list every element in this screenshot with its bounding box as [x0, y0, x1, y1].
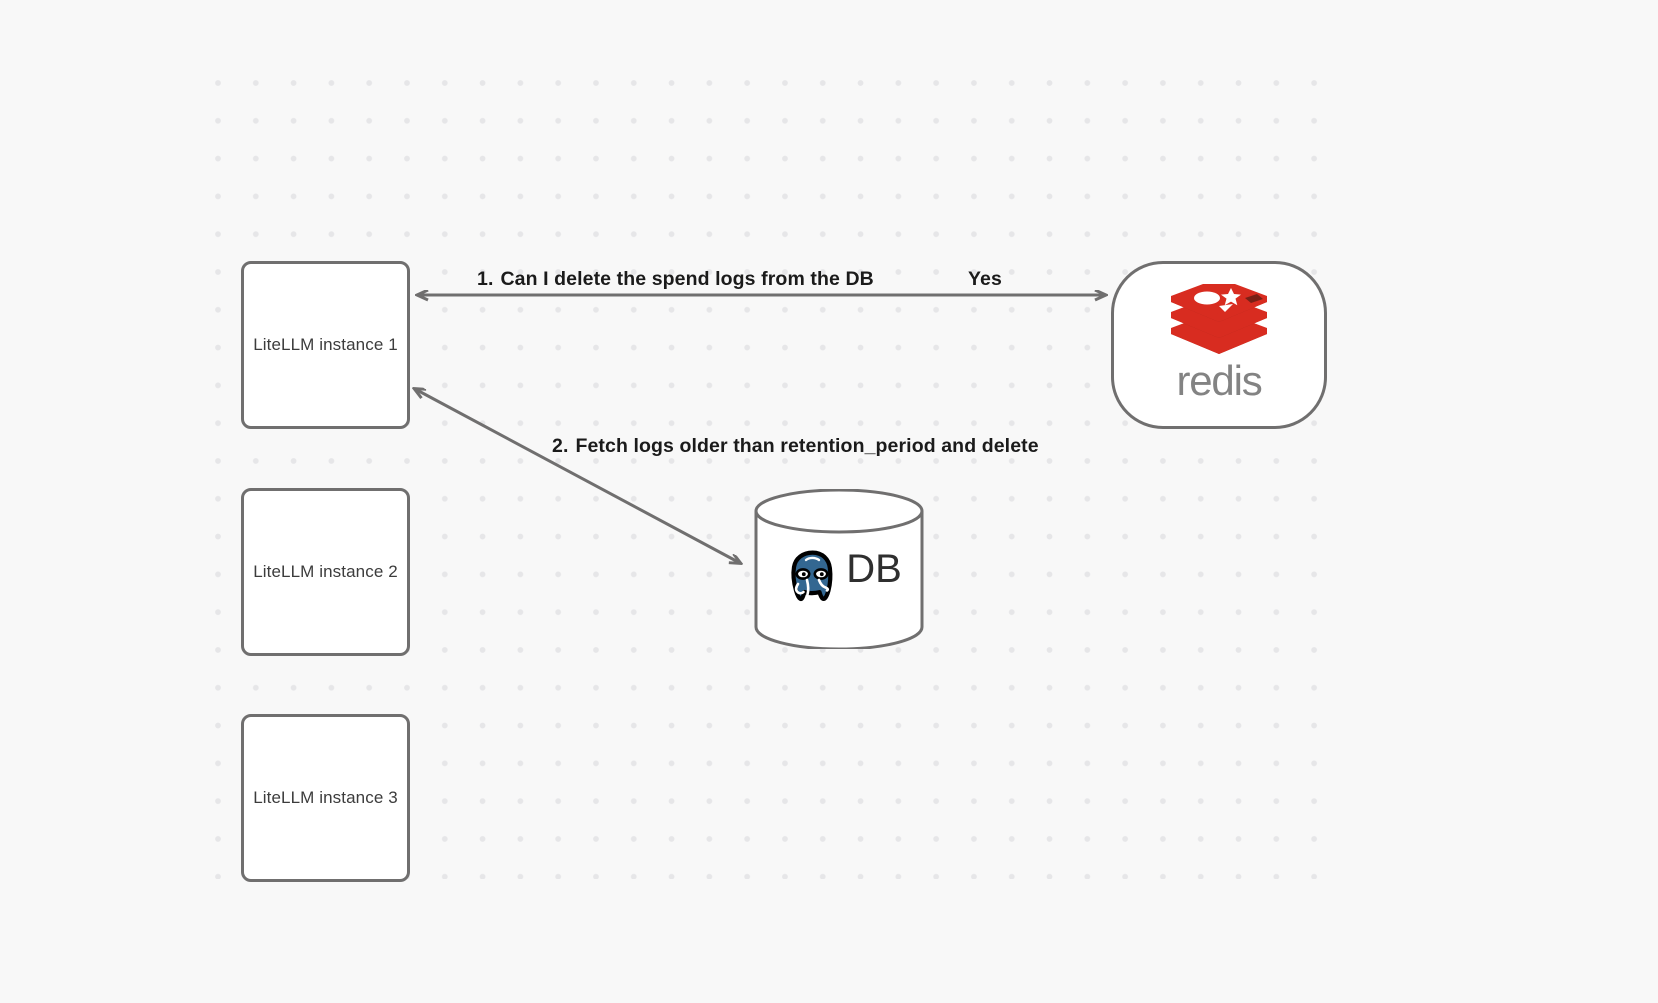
edge-label-reply-yes: Yes	[968, 268, 1002, 290]
redis-wordmark: redis	[1176, 357, 1262, 404]
node-database[interactable]: DB	[753, 489, 925, 649]
postgresql-elephant-icon	[791, 550, 833, 602]
edge-label-text: Can I delete the spend logs from the DB	[500, 268, 874, 290]
edge-step-number: 2.	[552, 435, 569, 457]
edge-label-step-1: 1. Can I delete the spend logs from the D…	[477, 268, 874, 291]
node-redis[interactable]: redis	[1111, 261, 1327, 429]
edge-litellm1-db	[415, 389, 740, 563]
node-litellm-instance-2[interactable]: LiteLLM instance 2	[241, 488, 410, 656]
db-label: DB	[846, 547, 902, 591]
node-label: LiteLLM instance 3	[253, 788, 398, 807]
redis-logo-icon	[1171, 284, 1267, 354]
node-label: LiteLLM instance 1	[253, 335, 398, 354]
node-litellm-instance-1[interactable]: LiteLLM instance 1	[241, 261, 410, 429]
node-label: LiteLLM instance 2	[253, 562, 398, 581]
edge-label-text: Fetch logs older than retention_period a…	[575, 435, 1039, 457]
edge-step-number: 1.	[477, 268, 494, 290]
node-litellm-instance-3[interactable]: LiteLLM instance 3	[241, 714, 410, 882]
edge-label-step-2: 2. Fetch logs older than retention_period…	[552, 435, 1039, 458]
cylinder-shape	[754, 489, 924, 649]
